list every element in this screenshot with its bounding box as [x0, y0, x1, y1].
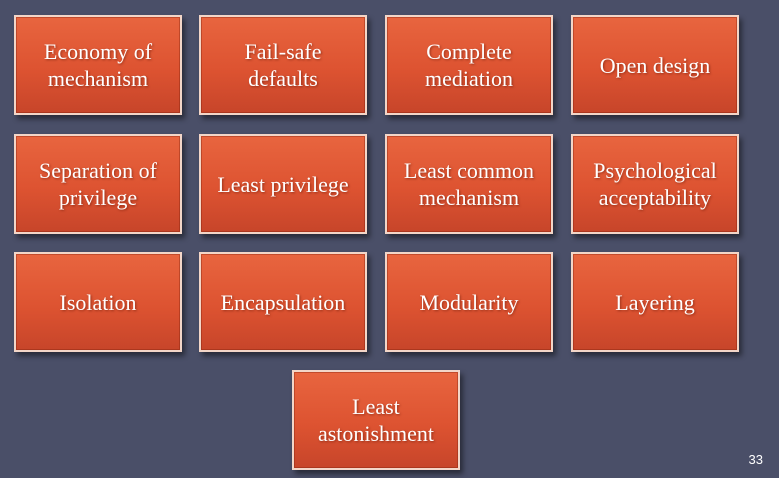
- principle-line: acceptability: [598, 185, 712, 210]
- principle-line: Psychological: [593, 158, 717, 183]
- principle-box-fail-safe-defaults: Fail-safe defaults: [199, 15, 367, 115]
- principle-line: Complete: [426, 39, 512, 64]
- principle-box-complete-mediation: Complete mediation: [385, 15, 553, 115]
- principle-line: Fail-safe: [244, 39, 322, 64]
- principle-line: defaults: [248, 66, 318, 91]
- principle-line: Open design: [599, 52, 711, 78]
- principle-line: Separation of: [39, 158, 157, 183]
- principle-line: Layering: [615, 289, 695, 315]
- principle-line: Least: [352, 394, 400, 419]
- slide-page-number: 33: [748, 452, 763, 467]
- principle-line: Economy of: [43, 39, 153, 64]
- principle-line: mechanism: [418, 185, 520, 210]
- principle-box-modularity: Modularity: [385, 252, 553, 352]
- principle-box-layering: Layering: [571, 252, 739, 352]
- principle-line: Isolation: [59, 289, 137, 315]
- principle-line: mediation: [425, 66, 513, 91]
- principle-box-open-design: Open design: [571, 15, 739, 115]
- principle-line: privilege: [58, 185, 138, 210]
- principle-line: Modularity: [419, 289, 519, 315]
- principle-box-least-common-mechanism: Least common mechanism: [385, 134, 553, 234]
- principle-box-economy-of-mechanism: Economy of mechanism: [14, 15, 182, 115]
- principle-box-isolation: Isolation: [14, 252, 182, 352]
- principle-line: Encapsulation: [220, 289, 346, 315]
- principle-line: astonishment: [317, 421, 435, 446]
- principle-box-separation-of-privilege: Separation of privilege: [14, 134, 182, 234]
- principle-line: mechanism: [47, 66, 149, 91]
- principle-box-encapsulation: Encapsulation: [199, 252, 367, 352]
- principle-box-least-privilege: Least privilege: [199, 134, 367, 234]
- principle-box-psychological-acceptability: Psychological acceptability: [571, 134, 739, 234]
- principle-line: Least privilege: [217, 171, 349, 197]
- principle-line: Least common: [403, 158, 535, 183]
- principle-box-least-astonishment: Least astonishment: [292, 370, 460, 470]
